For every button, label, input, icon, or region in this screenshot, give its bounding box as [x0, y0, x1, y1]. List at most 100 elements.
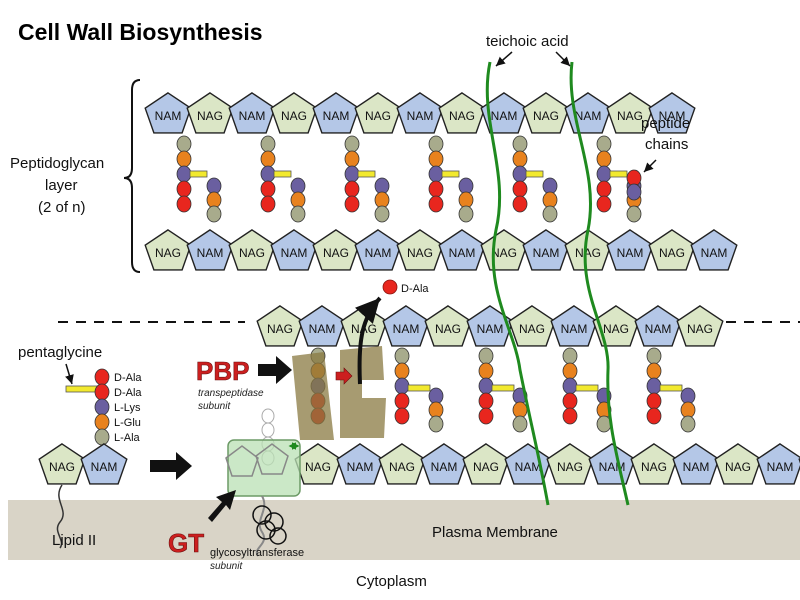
pbp-subtitle-1: transpeptidase: [198, 388, 264, 399]
pg-bottom-sugar-nam: NAM: [522, 229, 570, 271]
pg-bottom-sugar-nag-label: NAG: [407, 246, 433, 260]
cytoplasm-label: Cytoplasm: [356, 573, 427, 590]
new-top-sugar-nag: NAG: [676, 305, 724, 347]
pg-bottom-sugar-nag: NAG: [564, 229, 612, 271]
pg-peptide-l-lys-bead: [344, 165, 360, 183]
new-peptide-l-ala-bead: [562, 347, 578, 365]
new-top-sugar-nam: NAM: [550, 305, 598, 347]
gt-subtitle-1: glycosyltransferase: [210, 547, 304, 559]
pg-bottom-sugar-nam: NAM: [606, 229, 654, 271]
legend-d-ala-bead-2: [94, 383, 110, 401]
new-crosslink-pentaglycine: [407, 384, 431, 392]
pbp-transpeptidase-shape: [292, 346, 386, 440]
lipid-ii-sugar-nag: NAG: [38, 443, 86, 485]
pg-peptide-l-lys-bead: [596, 165, 612, 183]
pg-top-sugar-nam-label: NAM: [575, 109, 602, 123]
plasma-membrane-band: [8, 500, 800, 560]
new-top-sugar-nag-label: NAG: [603, 322, 629, 336]
new-peptide-l-ala-bead: [512, 415, 528, 433]
new-bottom-sugar-nam: NAM: [588, 443, 636, 485]
pentaglycine-label: pentaglycine: [18, 344, 102, 361]
legend-d-ala-bead-1: [94, 368, 110, 386]
legend-l-ala-bead: [94, 428, 110, 446]
pg-top-sugar-nag: NAG: [606, 92, 654, 134]
peptide-chain-pointer: [643, 159, 657, 173]
new-crosslink-pentaglycine: [659, 384, 683, 392]
new-bottom-sugar-nam: NAM: [336, 443, 384, 485]
pg-top-sugar-nam-label: NAM: [659, 109, 686, 123]
new-peptide-d-ala-bead: [646, 392, 662, 410]
d-ala-release-label: D-Ala: [401, 283, 429, 295]
pg-bottom-sugar-nam: NAM: [270, 229, 318, 271]
pg-bottom-sugar-nag: NAG: [144, 229, 192, 271]
pg-bottom-sugar-nam-label: NAM: [281, 246, 308, 260]
legend-l-lys-bead: [94, 398, 110, 416]
peptidoglycan-label-line3: (2 of n): [38, 199, 86, 216]
gt-label: GT: [168, 528, 204, 558]
plasma-membrane-label: Plasma Membrane: [432, 524, 558, 541]
new-peptide-l-glu-bead: [562, 362, 578, 380]
legend-l-glu-bead-label: L-Glu: [114, 417, 141, 429]
pg-peptide-l-glu-bead: [260, 150, 276, 168]
peptidoglycan-bracket: [123, 79, 141, 273]
lipid-ii-label: Lipid II: [52, 532, 96, 549]
lipid-ii-sugar-nag-label: NAG: [49, 460, 75, 474]
new-bottom-sugar-nag: NAG: [294, 443, 342, 485]
lipid-ii-tail: [56, 484, 64, 549]
released-d-ala-bead: [382, 279, 398, 295]
pg-peptide-l-ala-bead: [542, 205, 558, 223]
lipid-ii-sugar-nam-label: NAM: [91, 460, 118, 474]
pg-crosslink-pentaglycine: [189, 170, 208, 178]
pg-top-sugar-nag: NAG: [438, 92, 486, 134]
new-top-sugar-nag: NAG: [256, 305, 304, 347]
new-top-sugar-nag-label: NAG: [687, 322, 713, 336]
pg-top-sugar-nag: NAG: [522, 92, 570, 134]
pg-peptide-l-glu-bead: [596, 150, 612, 168]
page-title: Cell Wall Biosynthesis: [18, 19, 263, 45]
new-top-sugar-nam-label: NAM: [645, 322, 672, 336]
legend-l-ala-bead-label: L-Ala: [114, 432, 141, 444]
teichoic-acid-chain-2: [569, 61, 630, 506]
new-bottom-sugar-nag: NAG: [378, 443, 426, 485]
pg-bottom-sugar-nag-label: NAG: [491, 246, 517, 260]
gt-enzyme-box: [227, 439, 301, 497]
new-crosslink-pentaglycine: [491, 384, 515, 392]
new-crosslink-pentaglycine: [575, 384, 599, 392]
lipid-ii-sugar-nam: NAM: [80, 443, 128, 485]
pg-bottom-sugar-nam-label: NAM: [365, 246, 392, 260]
pg-peptide-d-ala-bead: [176, 180, 192, 198]
pg-peptide-l-lys-bead: [512, 165, 528, 183]
pg-peptide-l-ala-bead: [290, 205, 306, 223]
gt-coil-domain: [252, 505, 287, 545]
pg-bottom-sugar-nam-label: NAM: [701, 246, 728, 260]
pg-peptide-l-ala-bead: [458, 205, 474, 223]
new-top-sugar-nam: NAM: [634, 305, 682, 347]
new-top-sugar-nam-label: NAM: [393, 322, 420, 336]
pg-peptide-l-glu-bead: [176, 150, 192, 168]
pg-peptide-d-ala-bead: [344, 195, 360, 213]
pg-peptide-l-glu-bead: [344, 150, 360, 168]
pg-peptide-l-lys-bead: [260, 165, 276, 183]
pg-peptide-d-ala-bead: [596, 180, 612, 198]
pg-top-sugar-nam: NAM: [396, 92, 444, 134]
new-bottom-sugar-nam-label: NAM: [683, 460, 710, 474]
pg-bottom-sugar-nag-label: NAG: [575, 246, 601, 260]
new-peptide-d-ala-bead: [394, 392, 410, 410]
new-bottom-sugar-nag-label: NAG: [473, 460, 499, 474]
teichoic-acid-chain-1: [485, 61, 550, 506]
new-peptide-d-ala-bead: [562, 392, 578, 410]
pg-bottom-sugar-nag-label: NAG: [659, 246, 685, 260]
gt-ghost-sugar-2: [255, 443, 289, 475]
new-bottom-sugar-nag: NAG: [546, 443, 594, 485]
pbp-pointer-arrow: [258, 356, 292, 384]
legend-d-ala-bead-2-label: D-Ala: [114, 387, 142, 399]
pg-bottom-sugar-nag-label: NAG: [323, 246, 349, 260]
pg-peptide-d-ala-bead: [512, 180, 528, 198]
lipid-ii-sugars: NAG NAM: [38, 443, 128, 485]
new-peptide-l-lys-bead: [478, 377, 494, 395]
new-bottom-sugar-nam: NAM: [420, 443, 468, 485]
pg-bottom-sugar-nag: NAG: [480, 229, 528, 271]
